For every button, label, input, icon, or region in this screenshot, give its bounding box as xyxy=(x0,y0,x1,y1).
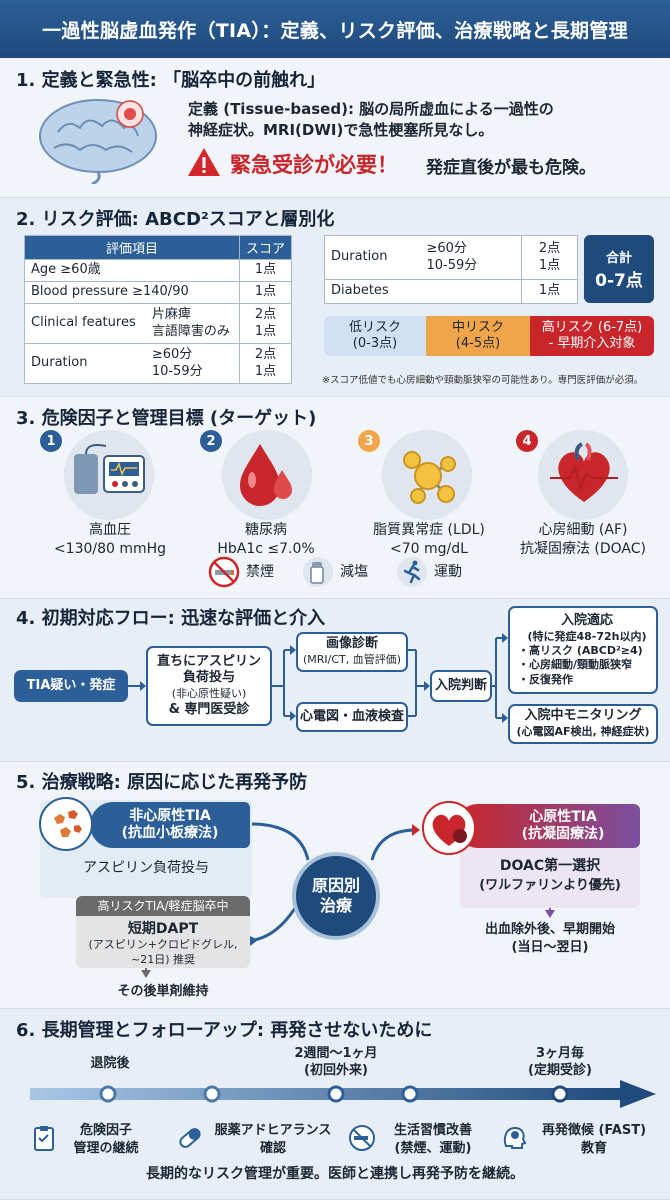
action-4-line1: 再発徴候 (FAST) xyxy=(541,1123,647,1138)
factor-name-4: 心房細動 (AF) xyxy=(538,522,628,538)
factor-number-3: 3 xyxy=(358,430,380,452)
flow-start-box: TIA疑い・発症 xyxy=(14,670,128,702)
risk-mid: 中リスク(4-5点) xyxy=(426,316,530,356)
action-2-line2: 確認 xyxy=(259,1141,286,1156)
risk-low: 低リスク(0-3点) xyxy=(324,316,426,356)
page-title: 一過性脳虚血発作（TIA）：定義、リスク評価、治療戦略と長期管理 xyxy=(42,19,628,42)
definition-line2: 神経症状。MRI(DWI)で急性梗塞所見なし。 xyxy=(188,121,494,139)
definition-line1: 定義 (Tissue-based): 脳の局所虚血による一過性の xyxy=(188,100,554,118)
running-icon xyxy=(397,557,427,587)
lifestyle-low-salt: 減塩 xyxy=(340,564,368,580)
urgent-text: 緊急受診が必要！ xyxy=(230,153,398,177)
platelet-icon xyxy=(39,797,93,851)
column-header-item: 評価項目 xyxy=(24,235,240,260)
section1-title: 1. 定義と緊急性: 「脳卒中の前触れ」 xyxy=(16,70,326,91)
dapt-header: 高リスクTIA/軽症脳卒中 xyxy=(76,896,250,916)
cardio-after2: (当日〜翌日) xyxy=(511,940,589,955)
flow-imaging-box: 画像診断 (MRI/CT, 血管評価) xyxy=(296,632,408,672)
section5-title: 5. 治療戦略: 原因に応じた再発予防 xyxy=(16,772,308,793)
score-note: ※スコア低値でも心房細動や頸動脈狭窄の可能性あり。専門医評価が必須。 xyxy=(322,375,644,386)
section4-title: 4. 初期対応フロー: 迅速な評価と介入 xyxy=(16,608,326,629)
total-score-box: 合計 0-7点 xyxy=(584,235,654,303)
lifestyle-exercise: 運動 xyxy=(434,564,462,580)
flow-monitoring-box: 入院中モニタリング (心電図AF検出, 神経症状) xyxy=(508,704,658,744)
clipboard-icon xyxy=(34,1126,54,1151)
flow-admission-box: 入院適応 (特に発症48-72h以内) ・高リスク (ABCD²≥4) ・心房細… xyxy=(508,606,658,694)
flow-connectors xyxy=(128,633,508,723)
table-row: Age ≥60歳 1点 xyxy=(24,259,292,282)
noncardio-body: アスピリン負荷投与 xyxy=(83,860,209,876)
factor-name-2: 糖尿病 xyxy=(245,522,287,538)
section3-title: 3. 危険因子と管理目標 (ターゲット) xyxy=(16,408,317,429)
abcd2-score-table: 評価項目 スコア Age ≥60歳 1点 Blood pressure ≥140… xyxy=(23,235,292,384)
noncardio-header: 非心原性TIA (抗血小板療法) xyxy=(90,802,250,848)
cholesterol-molecule-icon xyxy=(403,451,456,504)
section6-background xyxy=(0,1008,670,1200)
factor-name-3: 脂質異常症 (LDL) xyxy=(373,522,485,538)
factor-number-2: 2 xyxy=(200,430,222,452)
action-2-line1: 服薬アドヒアランス xyxy=(214,1123,332,1138)
section2-title: 2. リスク評価: ABCD²スコアと層別化 xyxy=(16,209,335,230)
factor-target-4: 抗凝固療法 (DOAC) xyxy=(519,541,647,557)
factor-target-3: <70 mg/dL xyxy=(390,541,468,557)
flow-judge-box: 入院判断 xyxy=(430,670,492,702)
cardio-header: 心原性TIA (抗凝固療法) xyxy=(456,804,640,848)
factor-target-1: <130/80 mmHg xyxy=(53,541,167,557)
table-row: Diabetes 1点 xyxy=(324,279,578,304)
cardio-body2: (ワルファリンより優先) xyxy=(479,878,621,893)
cause-center-circle: 原因別 治療 xyxy=(292,852,380,940)
brain-icon xyxy=(39,99,157,184)
milestone-2-line1: 2週間〜1ヶ月 xyxy=(294,1046,378,1061)
factor-name-1: 高血圧 xyxy=(89,522,131,538)
factor-number-1: 1 xyxy=(40,430,62,452)
dapt-after: その後単剤維持 xyxy=(117,984,209,999)
timeline-arrow xyxy=(30,1080,656,1108)
risk-high: 高リスク (6-7点)- 早期介入対象 xyxy=(530,316,654,356)
milestone-1: 退院後 xyxy=(90,1056,130,1071)
salt-shaker-icon xyxy=(303,557,333,587)
action-3-line1: 生活習慣改善 xyxy=(393,1123,472,1138)
milestone-2-line2: (初回外来) xyxy=(304,1063,368,1078)
heart-icon xyxy=(550,442,618,502)
milestone-3-line1: 3ヶ月毎 xyxy=(535,1046,585,1061)
page-header: 一過性脳虚血発作（TIA）：定義、リスク評価、治療戦略と長期管理 xyxy=(0,0,670,58)
pill-icon xyxy=(179,1128,201,1148)
action-1-line1: 危険因子 xyxy=(79,1123,132,1138)
column-header-score: スコア xyxy=(239,235,292,260)
blood-drop-icon xyxy=(240,444,292,506)
no-smoking-icon xyxy=(208,556,240,588)
footer-message: 長期的なリスク管理が重要。医師と連携し再発予防を継続。 xyxy=(146,1166,524,1182)
lifestyle-no-smoking: 禁煙 xyxy=(246,564,274,580)
dapt-title: 短期DAPT xyxy=(127,921,199,937)
cardio-heart-icon xyxy=(422,801,476,855)
section6-title: 6. 長期管理とフォローアップ: 再発させないために xyxy=(16,1020,433,1041)
table-row: Blood pressure ≥140/90 1点 xyxy=(24,281,292,304)
factor-number-4: 4 xyxy=(516,430,538,452)
dapt-line2: (アスピリン+クロピドグレル, xyxy=(88,938,238,951)
no-smoking-icon-2 xyxy=(349,1125,375,1151)
milestone-3-line2: (定期受診) xyxy=(528,1063,592,1078)
factor-target-2: HbA1c ≤7.0% xyxy=(217,541,315,557)
cardio-after1: 出血除外後、早期開始 xyxy=(484,922,615,937)
cardio-body1: DOAC第一選択 xyxy=(499,858,601,874)
action-4-line2: 教育 xyxy=(580,1141,607,1156)
action-1-line2: 管理の継続 xyxy=(73,1141,139,1156)
urgent-tail: 発症直後が最も危険。 xyxy=(426,158,596,178)
head-brain-icon xyxy=(503,1126,527,1149)
flow-aspirin-box: 直ちにアスピリン 負荷投与 (非心原性疑い) & 専門医受診 xyxy=(146,646,272,726)
flow-ecg-box: 心電図・血液検査 xyxy=(296,702,408,732)
warning-icon xyxy=(188,148,220,176)
blood-pressure-monitor-icon xyxy=(74,444,145,494)
action-3-line2: (禁煙、運動) xyxy=(394,1141,472,1156)
dapt-line3: ~21日) 推奨 xyxy=(130,953,195,966)
